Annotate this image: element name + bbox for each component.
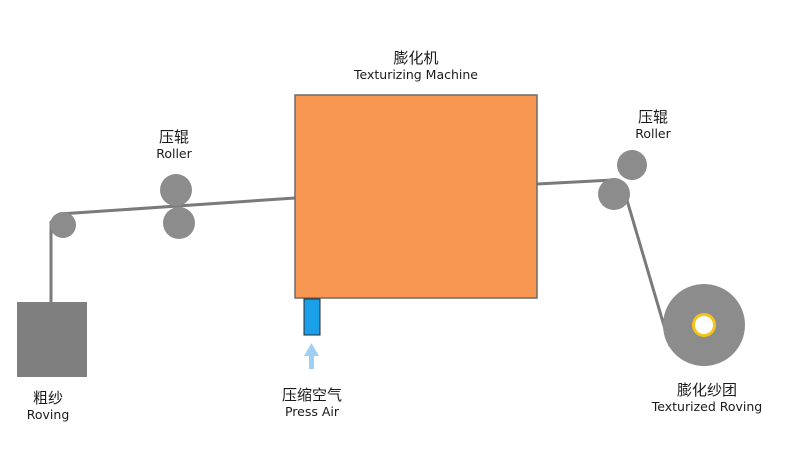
texturizing-machine: [294, 94, 538, 299]
textured-roving-label: 膨化纱团 Texturized Roving: [634, 381, 780, 414]
guide-roller: [50, 212, 76, 238]
roving-label-zh: 粗纱: [32, 389, 63, 407]
press-air-label: 压缩空气 Press Air: [262, 386, 362, 419]
textured-roving-label-en: Texturized Roving: [651, 399, 763, 414]
left-roller-top: [160, 174, 192, 206]
thread-exit: [536, 178, 614, 186]
press-air-label-zh: 压缩空气: [281, 386, 342, 404]
press-air-label-en: Press Air: [284, 404, 340, 419]
roving-box: [17, 302, 87, 377]
left-roller-bottom: [163, 207, 195, 239]
machine-label: 膨化机 Texturizing Machine: [316, 49, 516, 82]
right-roller-bottom: [598, 178, 630, 210]
texturized-roving-spool: [663, 284, 745, 366]
roller-right-label: 压辊 Roller: [613, 108, 693, 141]
roller-left-label-zh: 压辊: [158, 128, 189, 146]
air-nozzle: [303, 298, 321, 336]
roving-label-en: Roving: [26, 407, 70, 422]
air-arrow-icon: [304, 343, 319, 369]
roller-right-label-en: Roller: [635, 126, 671, 141]
machine-label-zh: 膨化机: [393, 49, 439, 67]
thread-to-spool: [622, 189, 672, 347]
roving-label: 粗纱 Roving: [8, 389, 88, 422]
right-roller-top: [617, 150, 647, 180]
roller-left-label-en: Roller: [156, 146, 192, 161]
roller-right-label-zh: 压辊: [637, 108, 668, 126]
textured-roving-label-zh: 膨化纱团: [676, 381, 737, 399]
roller-left-label: 压辊 Roller: [134, 128, 214, 161]
machine-label-en: Texturizing Machine: [353, 67, 478, 82]
